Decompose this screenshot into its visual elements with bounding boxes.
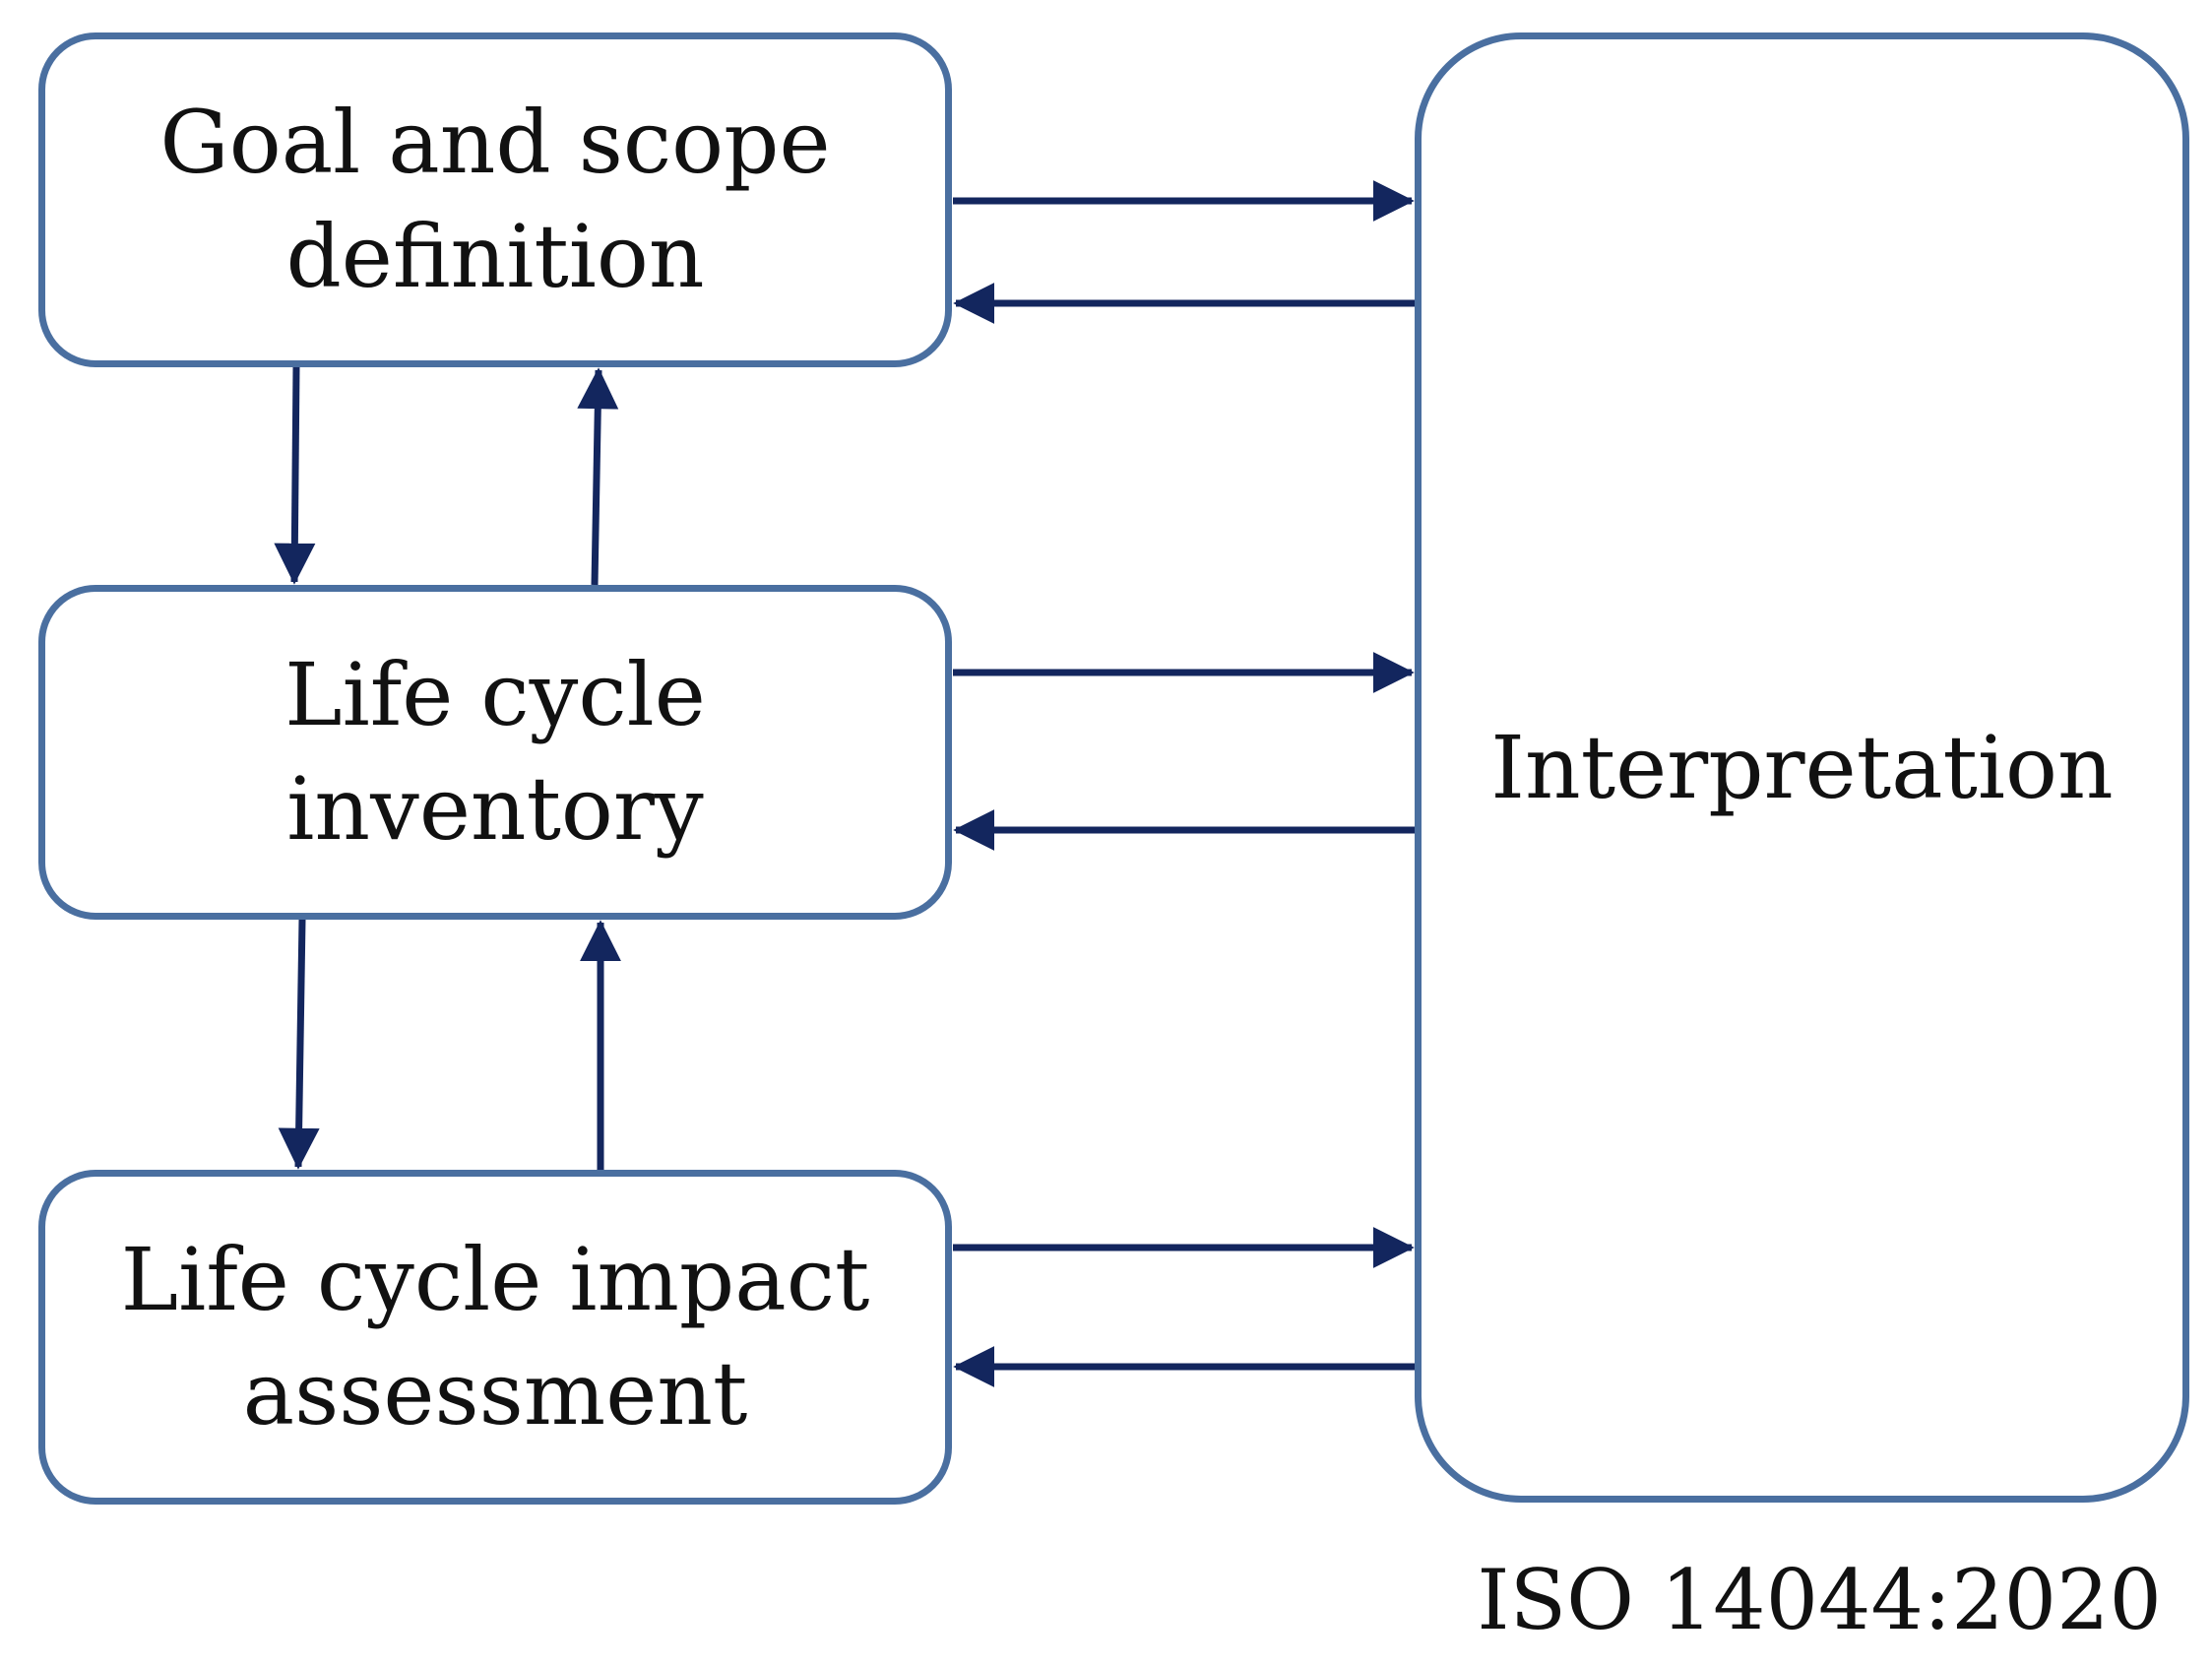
life-cycle-inventory-label-line-1: Life cycle <box>284 644 706 745</box>
interpretation-label: Interpretation <box>1490 716 2114 818</box>
arrow-inventory-to-impact <box>278 919 320 1170</box>
life-cycle-impact-assessment-box: Life cycle impact assessment <box>38 1170 952 1505</box>
goal-and-scope-definition-box: Goal and scope definition <box>38 32 952 367</box>
life-cycle-impact-label-line-2: assessment <box>242 1343 748 1444</box>
goal-and-scope-label-line-2: definition <box>285 206 705 307</box>
life-cycle-inventory-box: Life cycle inventory <box>38 585 952 920</box>
interpretation-box: Interpretation <box>1415 32 2189 1503</box>
source-note: ISO 14044:2020 <box>1477 1552 2162 1648</box>
arrow-inventory-to-goal <box>577 367 619 586</box>
life-cycle-impact-label-line-1: Life cycle impact <box>120 1229 870 1330</box>
goal-and-scope-label-line-1: Goal and scope <box>159 92 831 193</box>
arrow-goal-to-inventory <box>274 366 316 585</box>
life-cycle-inventory-label-line-2: inventory <box>286 758 704 860</box>
